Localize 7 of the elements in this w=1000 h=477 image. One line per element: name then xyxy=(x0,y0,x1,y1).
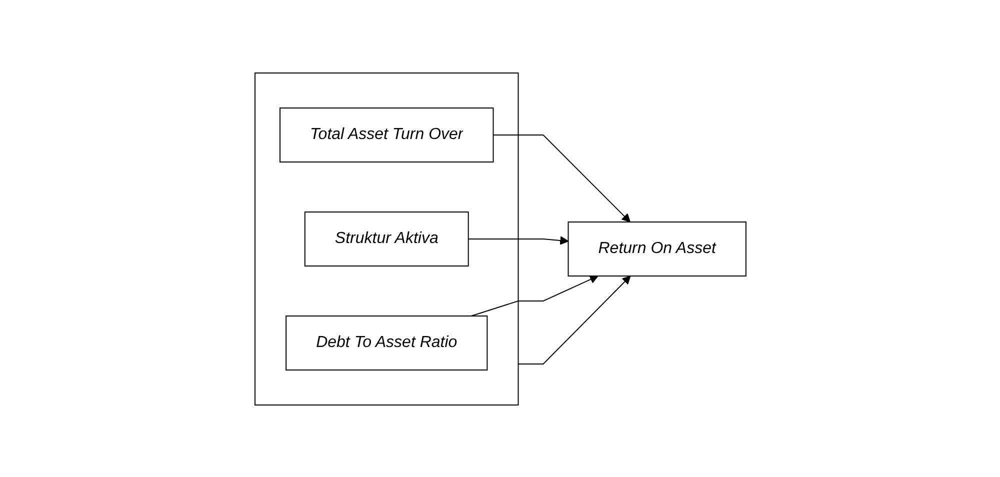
cluster xyxy=(254,72,518,405)
arrow xyxy=(470,274,598,316)
arrow xyxy=(492,134,630,222)
arrow xyxy=(467,236,568,244)
node-box: Struktur Aktiva xyxy=(304,211,468,266)
arrow xyxy=(517,275,630,364)
node-box: Debt To Asset Ratio xyxy=(285,315,488,370)
